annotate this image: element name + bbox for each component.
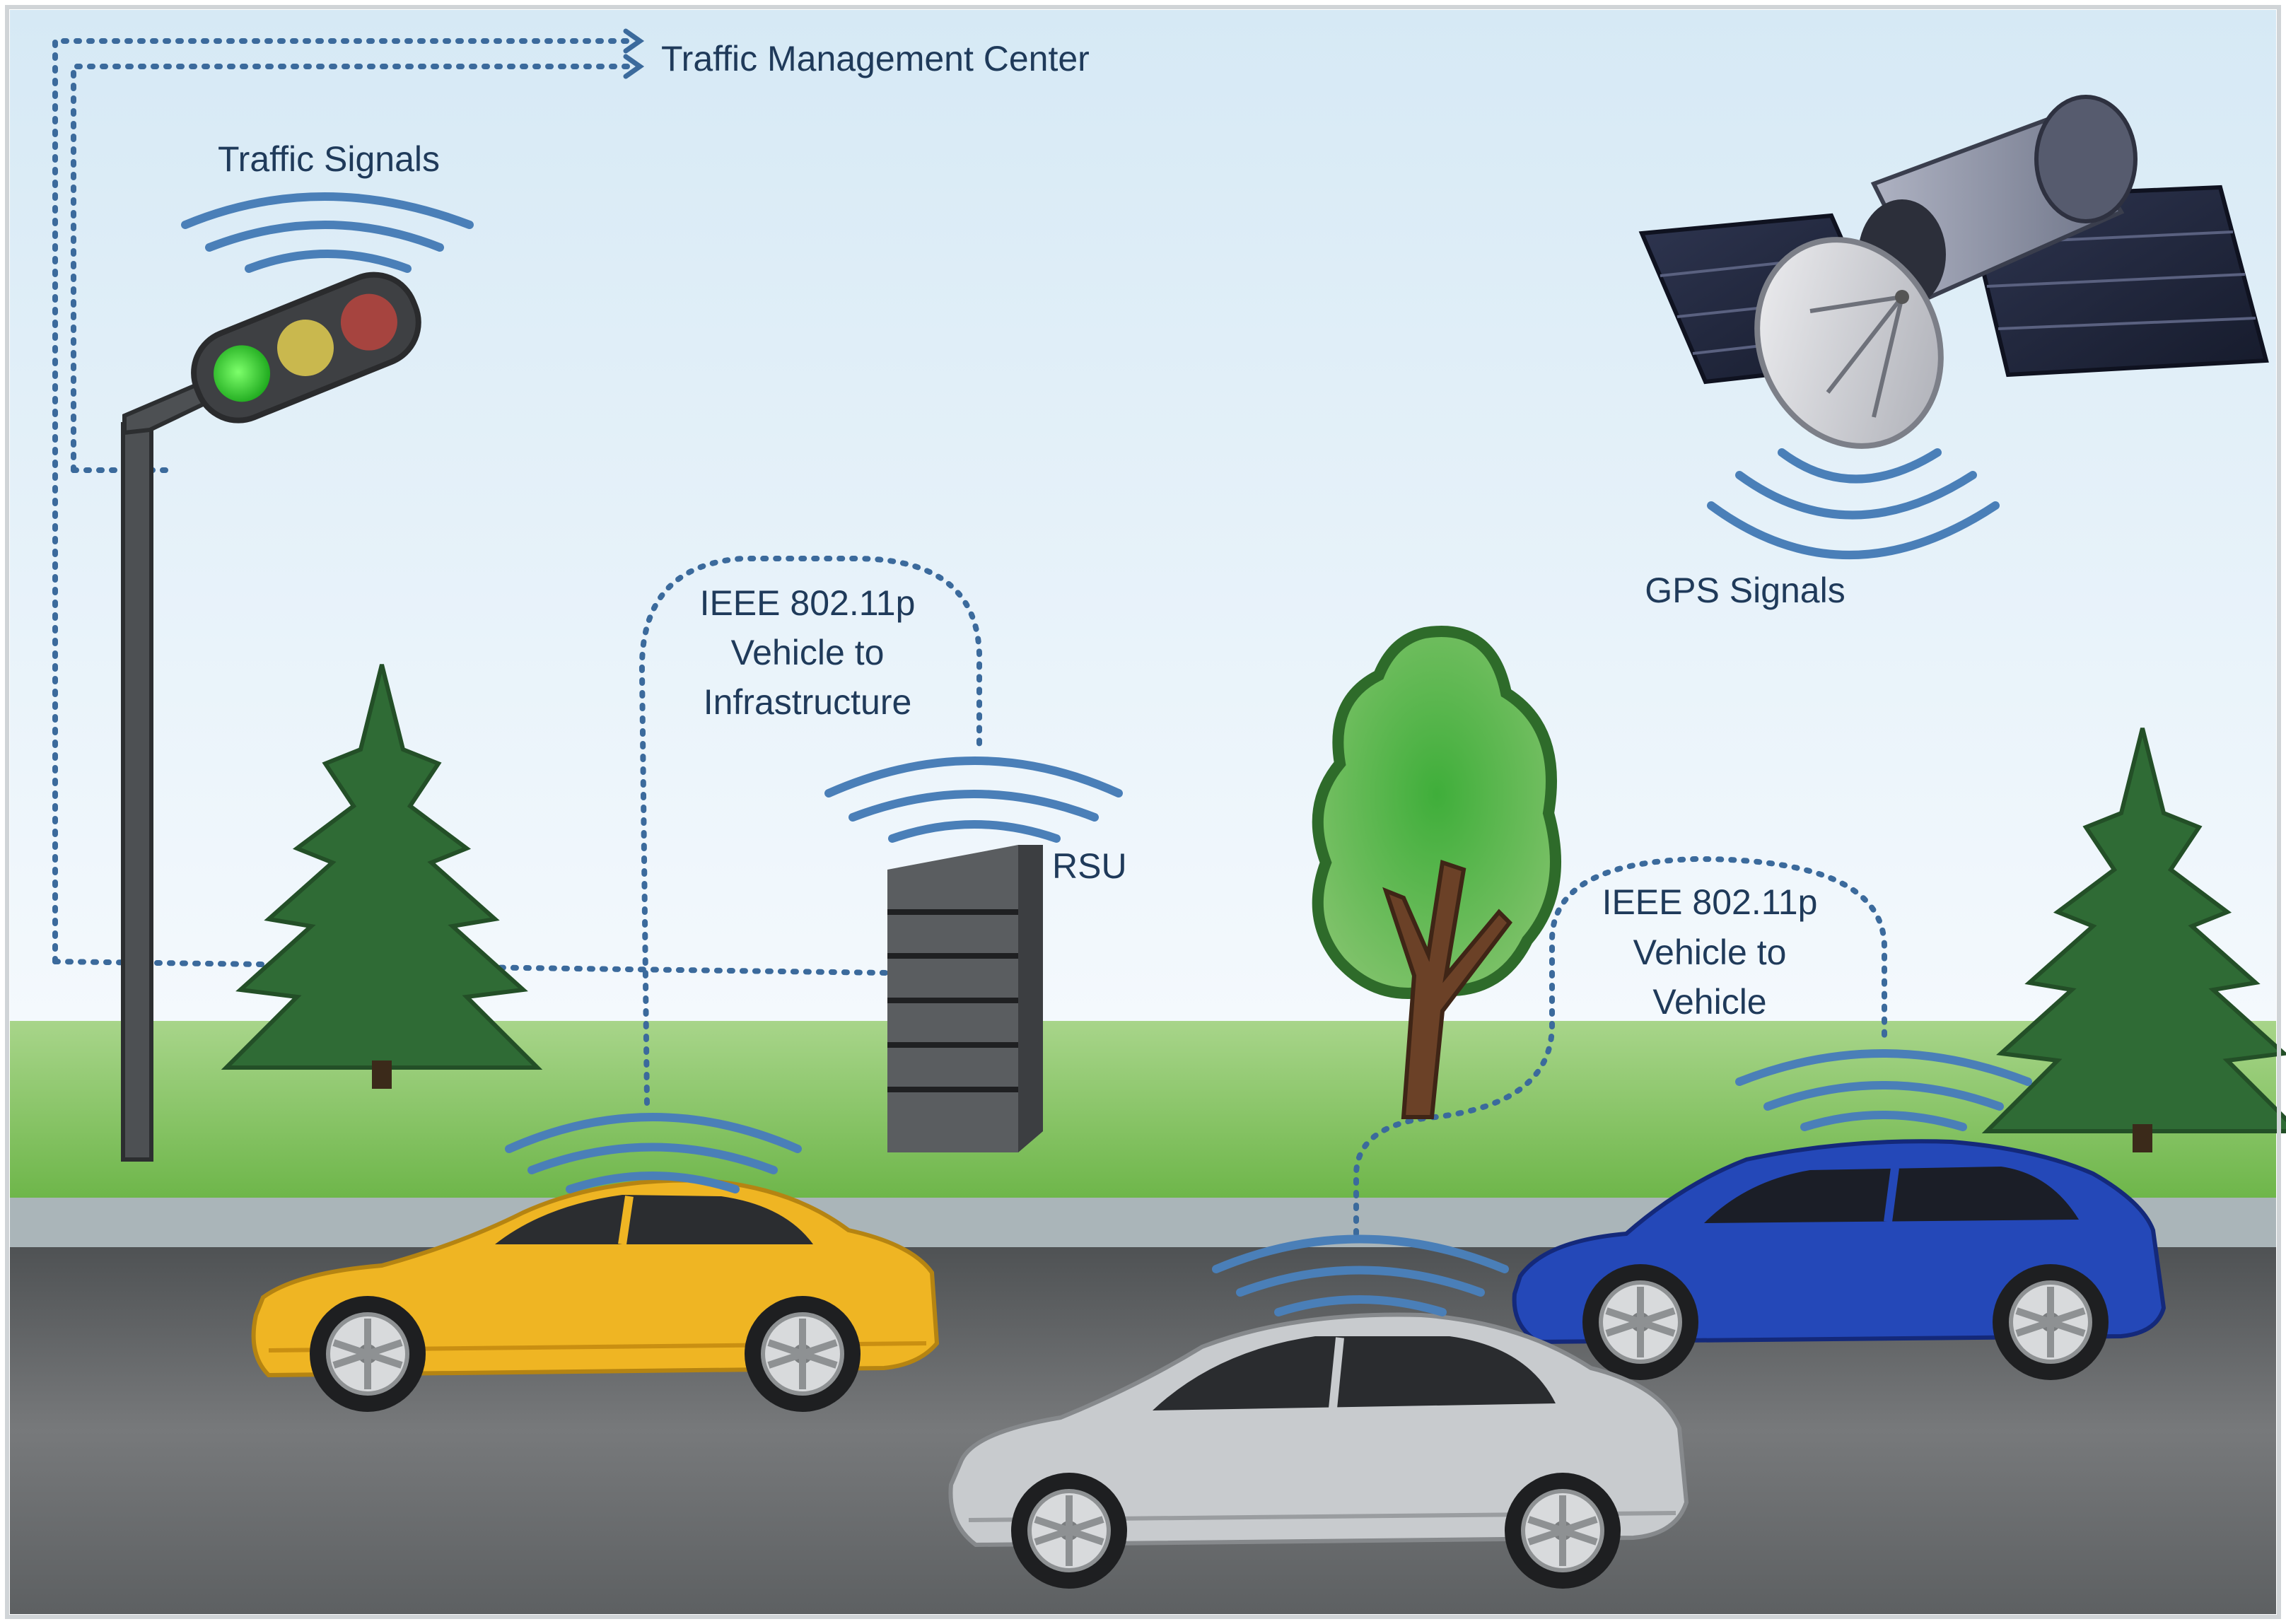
v2i-label: IEEE 802.11p Vehicle to Infrastructure xyxy=(700,583,916,722)
svg-text:Vehicle: Vehicle xyxy=(1652,982,1766,1022)
svg-text:Vehicle to: Vehicle to xyxy=(1633,933,1787,972)
wireless-signal-icon xyxy=(505,1113,802,1193)
wireless-signal-icon xyxy=(181,192,474,273)
traffic-signals-label: Traffic Signals xyxy=(218,139,440,179)
tmc-label: Traffic Management Center xyxy=(661,39,1090,78)
wireless-signal-icon xyxy=(1212,1234,1509,1316)
tmc-link-lines xyxy=(52,38,1887,1237)
svg-text:IEEE 802.11p: IEEE 802.11p xyxy=(1602,882,1818,922)
tmc-arrowheads xyxy=(623,28,645,79)
deciduous-tree-icon xyxy=(1312,626,1561,1119)
svg-text:IEEE 802.11p: IEEE 802.11p xyxy=(700,583,916,623)
car-icon xyxy=(948,1312,1689,1589)
wireless-signal-icon xyxy=(1735,1049,2032,1131)
gps-signals-label: GPS Signals xyxy=(1645,571,1845,610)
svg-text:Infrastructure: Infrastructure xyxy=(704,682,912,722)
satellite-icon xyxy=(1638,95,2269,449)
rsu-label: RSU xyxy=(1052,846,1127,886)
car-icon xyxy=(1512,1139,2167,1380)
v2v-label: IEEE 802.11p Vehicle to Vehicle xyxy=(1602,882,1818,1022)
wireless-signal-icon xyxy=(824,756,1123,843)
wireless-signal-icon xyxy=(1707,448,2000,559)
svg-text:Vehicle to: Vehicle to xyxy=(731,633,885,672)
rsu-tower-icon xyxy=(887,845,1043,1152)
traffic-light-icon xyxy=(121,271,421,1162)
